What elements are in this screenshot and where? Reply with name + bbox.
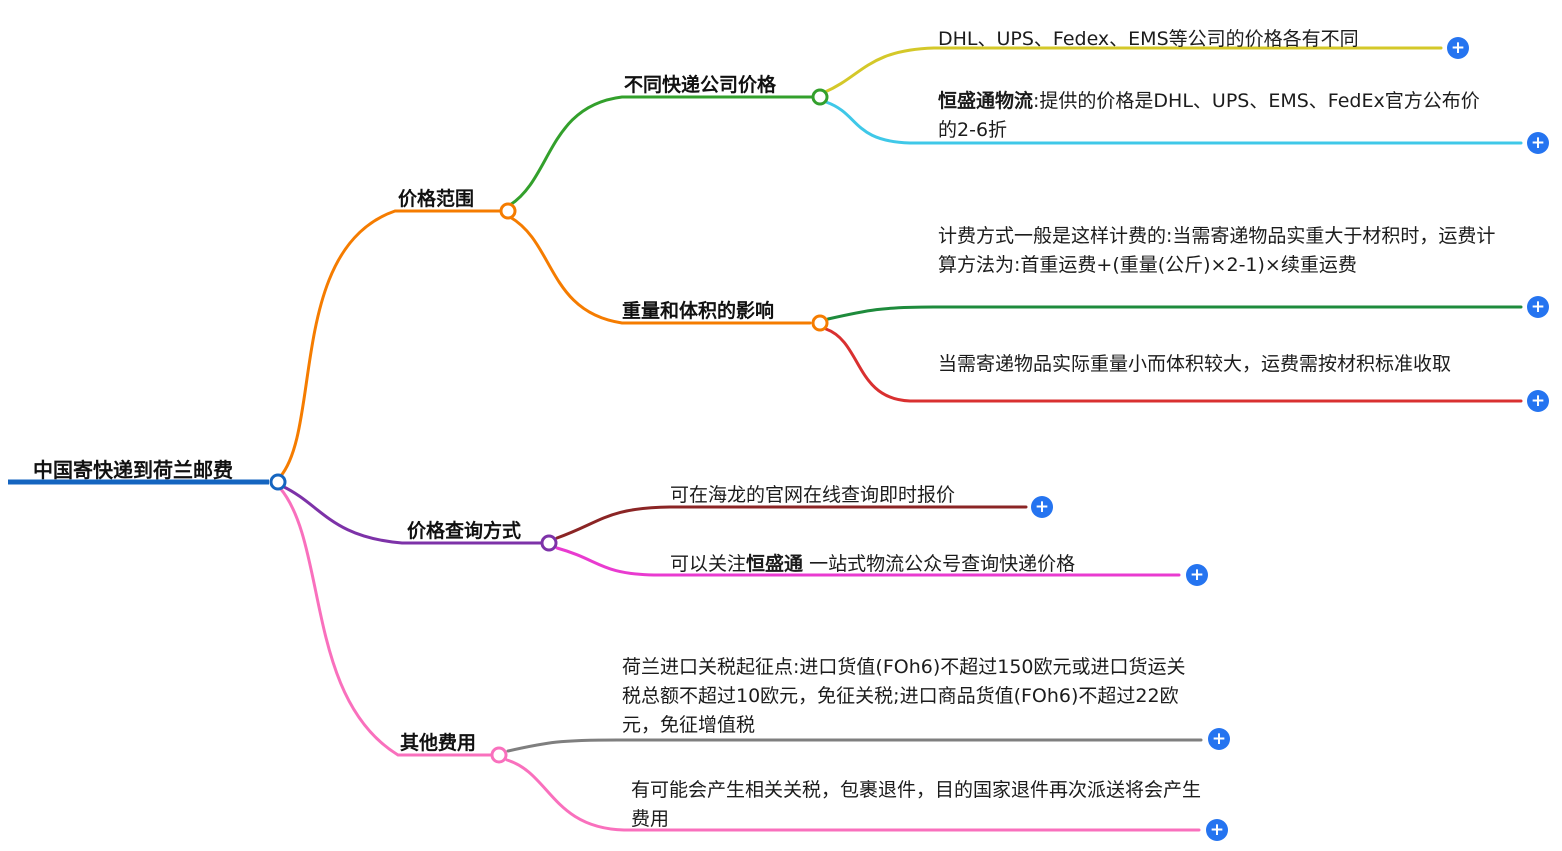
edge-other-tariff — [506, 738, 1203, 753]
leaf-text-hst-discount-brand: 恒盛通物流 — [938, 90, 1034, 112]
edge-weight-billing — [826, 305, 1523, 321]
leaf-text-volumetric-rule[interactable]: 当需寄递物品实际重量小而体积较大，运费需按材积标准收取 — [938, 353, 1452, 375]
plus-icon-hst-discount[interactable]: + — [1527, 132, 1549, 154]
plus-icon-tariff[interactable]: + — [1208, 728, 1230, 750]
leaf-text-wechat-pre: 可以关注 — [670, 553, 747, 575]
node-dot-other-fees[interactable] — [490, 746, 508, 764]
leaf-text-import-tariff[interactable]: 荷兰进口关税起征点:进口货值(FOh6)不超过150欧元或进口货运关税总额不超过… — [622, 656, 1186, 736]
node-dot-price-range[interactable] — [499, 202, 517, 220]
leaf-text-hst-discount[interactable]: 恒盛通物流:提供的价格是DHL、UPS、EMS、FedEx官方公布价的2-6折 — [938, 87, 1494, 145]
leaf-text-wechat-account[interactable]: 可以关注恒盛通 一站式物流公众号查询快递价格 — [670, 550, 1075, 579]
plus-icon-wechat[interactable]: + — [1186, 564, 1208, 586]
edge-weight-volumetric — [824, 327, 1523, 403]
edge-inquiry-hailong — [555, 505, 1028, 540]
branch-label-weight-volume[interactable]: 重量和体积的影响 — [622, 300, 775, 322]
edge-root-price-range — [278, 209, 503, 479]
leaf-text-return-fees[interactable]: 有可能会产生相关关税，包裹退件，目的国家退件再次派送将会产生费用 — [631, 779, 1202, 830]
edge-companies-dhl — [823, 46, 1443, 94]
node-dot-weight-volume[interactable] — [811, 314, 829, 332]
edge-inquiry-wechat — [555, 546, 1181, 577]
leaf-text-billing-method[interactable]: 计费方式一般是这样计费的:当需寄递物品实重大于材积时，运费计算方法为:首重运费+… — [938, 225, 1496, 276]
plus-icon-returns[interactable]: + — [1206, 819, 1228, 841]
branch-label-price-range[interactable]: 价格范围 — [398, 188, 475, 210]
branch-label-other-fees[interactable]: 其他费用 — [400, 732, 477, 754]
edge-root-inquiry — [280, 484, 543, 545]
node-dot-root[interactable] — [269, 473, 287, 491]
root-node-label[interactable]: 中国寄快递到荷兰邮费 — [33, 458, 233, 482]
edge-price-range-companies — [508, 95, 814, 207]
edge-price-range-weight — [508, 215, 812, 325]
node-dot-inquiry[interactable] — [540, 534, 558, 552]
branch-label-companies[interactable]: 不同快递公司价格 — [624, 74, 777, 96]
plus-icon-hailong[interactable]: + — [1031, 496, 1053, 518]
plus-icon-company-prices[interactable]: + — [1447, 37, 1469, 59]
leaf-text-company-prices[interactable]: DHL、UPS、Fedex、EMS等公司的价格各有不同 — [938, 28, 1359, 50]
edge-root-other-fees — [278, 486, 493, 757]
plus-icon-volumetric[interactable]: + — [1527, 390, 1549, 412]
branch-label-inquiry[interactable]: 价格查询方式 — [407, 520, 522, 542]
leaf-text-hailong-quote[interactable]: 可在海龙的官网在线查询即时报价 — [670, 484, 956, 506]
leaf-text-wechat-rest: 一站式物流公众号查询快递价格 — [803, 553, 1076, 575]
node-dot-companies[interactable] — [811, 88, 829, 106]
plus-icon-billing-method[interactable]: + — [1527, 296, 1549, 318]
edge-other-returns — [505, 758, 1201, 832]
edge-companies-hst — [824, 100, 1523, 145]
leaf-text-wechat-brand: 恒盛通 — [746, 553, 804, 575]
leaf-text-hst-discount-rest: :提供的价格是DHL、UPS、EMS、FedEx官方公布价的2-6折 — [938, 90, 1480, 141]
